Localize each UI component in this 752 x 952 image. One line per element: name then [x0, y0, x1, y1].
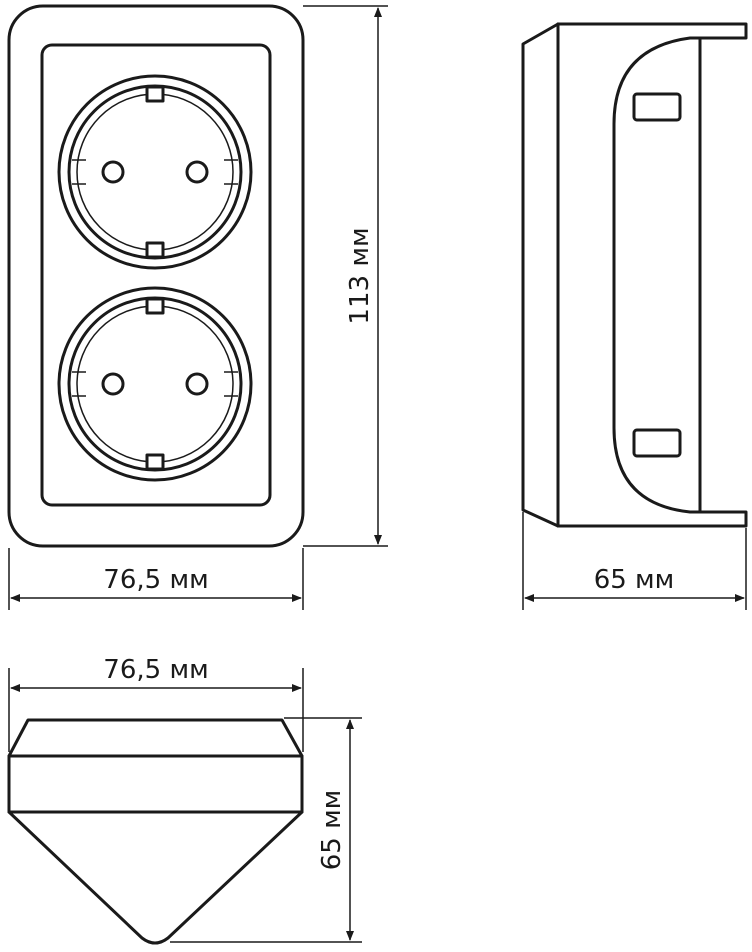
socket-upper — [57, 74, 253, 270]
front-frame-outer — [7, 4, 305, 548]
top-body-outline — [7, 718, 304, 945]
side-front-plate — [521, 22, 560, 528]
top-width-label: 76,5 мм — [103, 655, 208, 685]
front-frame-inner — [40, 43, 272, 507]
socket-lower — [57, 286, 253, 482]
front-view: 76,5 мм 113 мм — [7, 4, 388, 610]
side-view: 65 мм — [521, 22, 748, 610]
side-curve — [612, 36, 702, 514]
side-depth-label: 65 мм — [594, 565, 675, 595]
front-height-label: 113 мм — [345, 227, 375, 324]
front-width-label: 76,5 мм — [103, 565, 208, 595]
top-depth-label: 65 мм — [317, 790, 347, 871]
side-body — [556, 22, 748, 528]
side-clip-top — [632, 92, 682, 122]
top-view: 76,5 мм 65 мм — [7, 655, 362, 945]
side-clip-bottom — [632, 428, 682, 458]
